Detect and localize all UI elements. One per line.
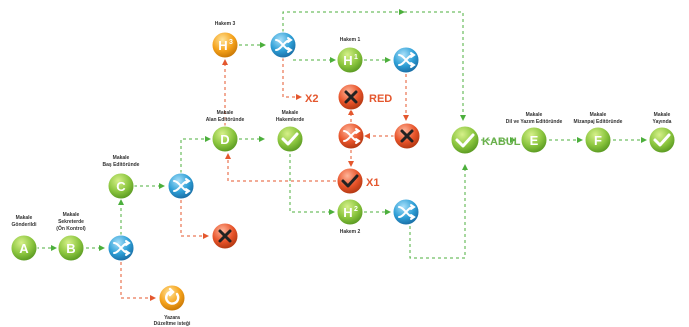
node-h2-letter: H <box>343 205 352 220</box>
node-b-label-1: Makale <box>63 212 80 218</box>
check-icon <box>281 132 299 146</box>
red-node: RED <box>337 83 392 111</box>
node-h1: H 1 Hakem 1 <box>336 37 364 74</box>
router-node-1 <box>107 234 135 262</box>
node-b: B Makale Sekreterde (Ön Kontrol) <box>56 212 86 262</box>
node-h3: H 3 Hakem 3 <box>211 21 239 59</box>
node-e-label-1: Makale <box>526 112 543 118</box>
node-a-label-2: Gönderildi <box>12 222 38 228</box>
node-c-label-1: Makale <box>113 155 130 161</box>
node-h3-letter: H <box>218 38 227 53</box>
node-hakemlerde: Makale Hakemlerde <box>276 110 305 153</box>
node-h3-label-1: Hakem 3 <box>215 21 236 27</box>
edge-router3-x2 <box>282 58 302 100</box>
node-hakemlerde-label-2: Hakemlerde <box>276 117 305 123</box>
node-f-letter: F <box>594 133 602 148</box>
node-h2: H 2 Hakem 2 <box>336 198 364 235</box>
node-f-label-2: Mizanpaj Editöründe <box>574 119 623 125</box>
edge-hakemlerde-h2 <box>289 154 335 215</box>
close-icon <box>218 229 232 243</box>
node-c: C Makale Baş Editöründe <box>103 155 140 200</box>
node-d-label-2: Alan Editöründe <box>206 117 245 123</box>
router-node-5 <box>392 198 420 226</box>
node-a: A Makale Gönderildi <box>10 215 38 262</box>
kabul-node: KABUL <box>450 125 521 155</box>
node-c-label-2: Baş Editöründe <box>103 162 140 168</box>
node-h1-letter: H <box>343 53 352 68</box>
reviewer-decision-node <box>393 122 421 150</box>
node-d-letter: D <box>220 132 229 147</box>
router-node-4 <box>392 46 420 74</box>
edge-router3-top <box>282 9 405 32</box>
node-h1-label-1: Hakem 1 <box>340 37 361 43</box>
kabul-label: KABUL <box>482 136 521 148</box>
router-node-2 <box>167 172 195 200</box>
node-d-label-1: Makale <box>217 110 234 116</box>
shuffle-icon <box>113 240 131 256</box>
node-h3-sup: 3 <box>229 39 233 46</box>
node-a-label-1: Makale <box>16 215 33 221</box>
node-b-label-2: Sekreterde <box>58 219 84 225</box>
node-h2-label-1: Hakem 2 <box>340 229 361 235</box>
node-f-label-1: Makale <box>590 112 607 118</box>
node-yazar-label-1: Yazara <box>164 315 180 321</box>
reject-node <box>211 222 239 250</box>
edge-router2-d <box>180 136 211 173</box>
edge-x1-d <box>225 153 336 182</box>
check-icon <box>455 133 475 148</box>
connectors <box>36 9 647 301</box>
node-yayinda-label-2: Yayında <box>653 119 672 125</box>
red-label: RED <box>369 93 392 105</box>
node-e-letter: E <box>530 133 539 148</box>
close-icon <box>344 90 358 104</box>
refresh-icon <box>165 287 180 305</box>
node-yazar-label-2: Düzeltme isteği <box>154 321 191 327</box>
edge-top-kabul <box>404 11 466 121</box>
node-e-label-2: Dil ve Yazım Editöründe <box>506 119 563 125</box>
node-h1-sup: 1 <box>354 54 358 61</box>
shuffle-icon <box>173 178 191 194</box>
node-d: D Makale Alan Editöründe <box>206 110 245 153</box>
x1-node: X1 <box>336 167 379 195</box>
close-icon <box>400 129 414 143</box>
x1-label: X1 <box>366 177 379 189</box>
node-b-label-3: (Ön Kontrol) <box>56 225 86 232</box>
shuffle-icon <box>275 37 293 53</box>
node-b-letter: B <box>66 241 75 256</box>
node-yazar: Yazara Düzeltme isteği <box>154 284 191 327</box>
revision-router-node <box>337 122 365 150</box>
node-yayinda: Makale Yayında <box>648 112 676 154</box>
shuffle-icon <box>398 204 416 220</box>
router-node-3 <box>269 31 297 59</box>
node-hakemlerde-label-1: Makale <box>282 110 299 116</box>
nodes: A Makale Gönderildi B Makale Sekreterde … <box>10 21 676 327</box>
node-yayinda-label-1: Makale <box>654 112 671 118</box>
node-a-letter: A <box>19 241 29 256</box>
node-e: E Makale Dil ve Yazım Editöründe <box>506 112 563 154</box>
node-f: F Makale Mizanpaj Editöründe <box>574 112 623 154</box>
node-h2-sup: 2 <box>354 206 358 213</box>
check-icon <box>341 174 359 188</box>
edge-router5-kabul <box>409 164 468 259</box>
check-icon <box>653 133 671 147</box>
shuffle-icon <box>398 52 416 68</box>
edge-router1-yazar <box>120 262 156 301</box>
node-c-letter: C <box>116 179 126 194</box>
edge-router2-reject <box>180 200 209 239</box>
shuffle-icon <box>343 128 361 144</box>
x2-label: X2 <box>305 93 318 105</box>
